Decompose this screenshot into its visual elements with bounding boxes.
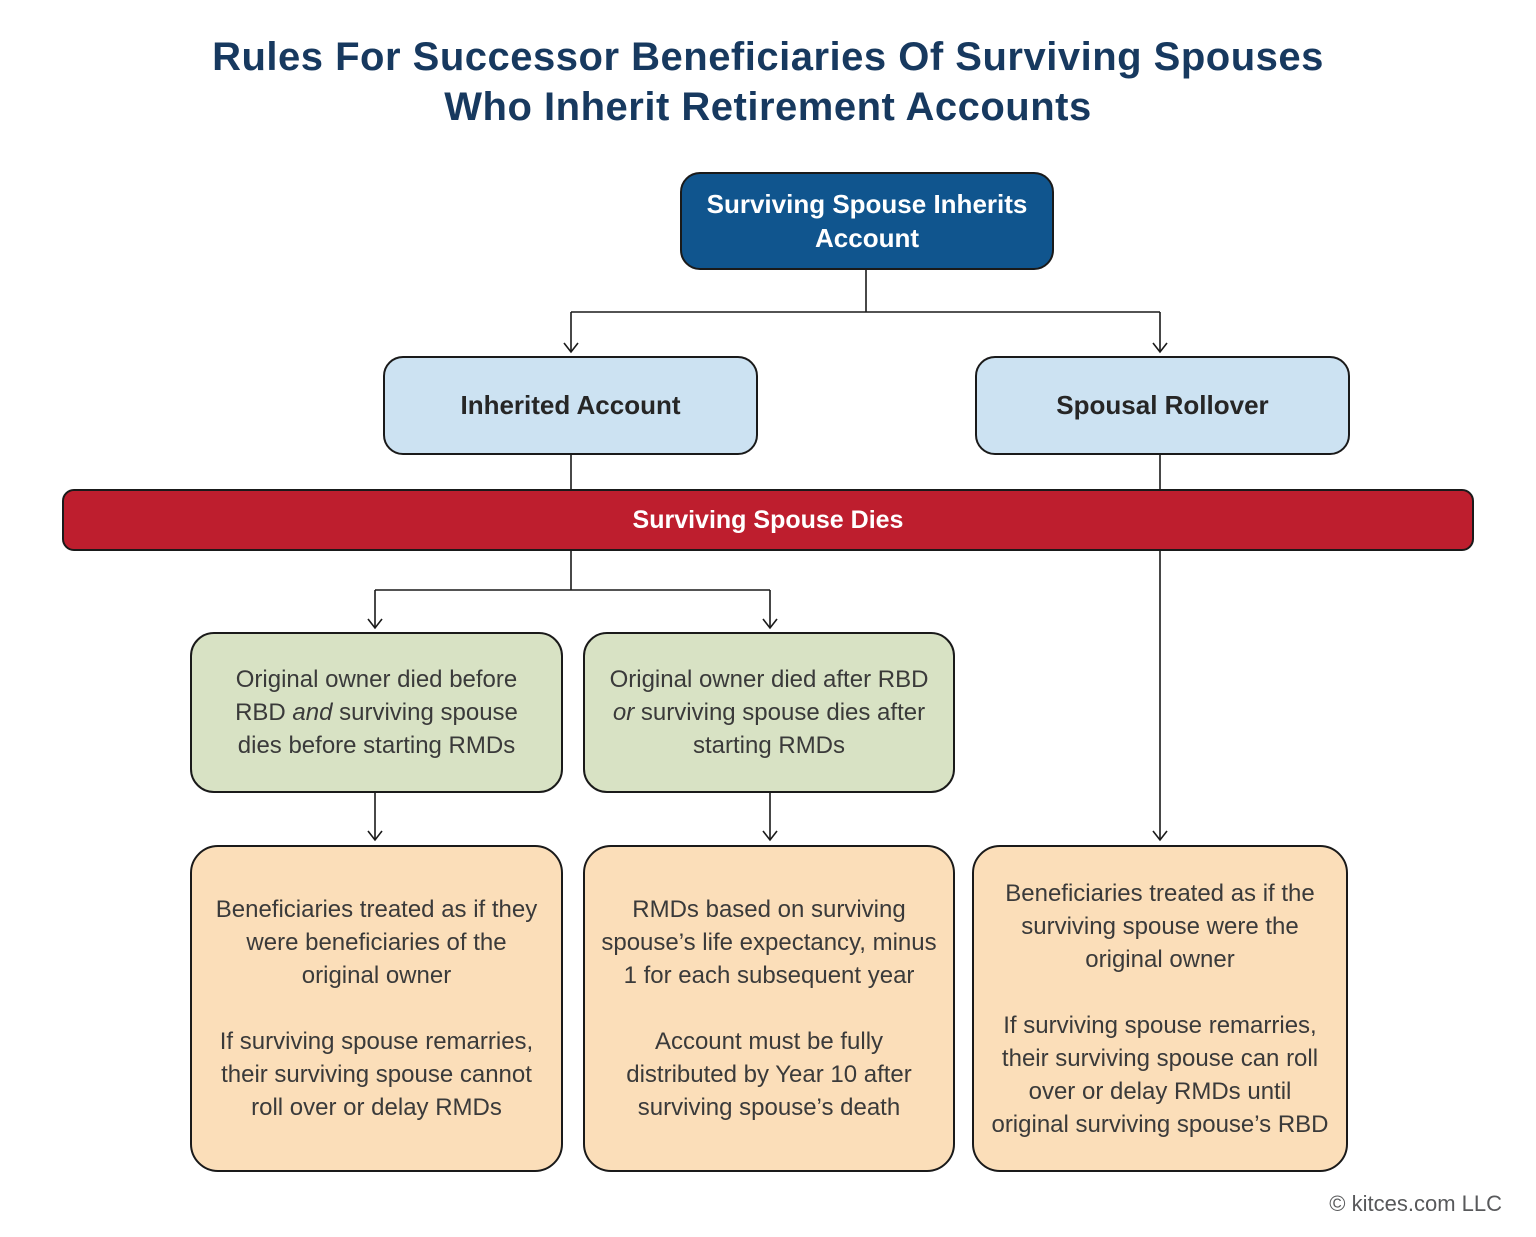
page-title-line2: Who Inherit Retirement Accounts xyxy=(444,85,1092,129)
condition-after-post: surviving spouse dies after starting RMD… xyxy=(634,699,926,759)
node-condition-died-before-rbd: Original owner died before RBD and survi… xyxy=(190,632,563,793)
condition-before-italic: and xyxy=(292,699,333,726)
node-inherited-account: Inherited Account xyxy=(383,356,758,455)
node-spousal-rollover: Spousal Rollover xyxy=(975,356,1350,455)
copyright-notice: © kitces.com LLC xyxy=(1329,1191,1502,1216)
condition-before-pre: Original owner died before RBD xyxy=(235,666,518,726)
node-inherited-account-label: Inherited Account xyxy=(460,390,681,420)
bar-surviving-spouse-dies: Surviving Spouse Dies xyxy=(62,489,1474,551)
outcome-right-para1: Beneficiaries treated as if the survivin… xyxy=(1005,879,1315,973)
arrowhead-green-right xyxy=(762,618,778,630)
node-outcome-rmds-life-expectancy: RMDs based on surviving spouse’s life ex… xyxy=(583,845,955,1172)
outcome-mid-para2: Account must be fully distributed by Yea… xyxy=(626,1028,912,1121)
arrowhead-inherited xyxy=(563,342,579,354)
condition-before-post: surviving spouse dies before starting RM… xyxy=(237,699,518,759)
condition-after-italic: or xyxy=(612,699,635,726)
node-condition-died-after-rbd: Original owner died after RBD or survivi… xyxy=(583,632,955,793)
node-surviving-spouse-inherits: Surviving Spouse Inherits Account xyxy=(680,172,1054,270)
node-outcome-beneficiaries-original-owner: Beneficiaries treated as if they were be… xyxy=(190,845,563,1172)
condition-before-text: Original owner died before RBD and survi… xyxy=(210,663,543,762)
node-surviving-spouse-inherits-label: Surviving Spouse Inherits Account xyxy=(706,189,1028,253)
condition-after-pre: Original owner died after RBD xyxy=(609,666,929,693)
outcome-mid-para1: RMDs based on surviving spouse’s life ex… xyxy=(601,896,937,989)
outcome-right-para2: If surviving spouse remarries, their sur… xyxy=(991,1011,1329,1138)
arrowhead-orange-left xyxy=(367,830,383,842)
bar-surviving-spouse-dies-label: Surviving Spouse Dies xyxy=(632,505,904,534)
arrowhead-spousal xyxy=(1152,342,1168,354)
arrowhead-orange-right xyxy=(1152,830,1168,842)
outcome-left-para2: If surviving spouse remarries, their sur… xyxy=(219,1028,534,1121)
outcome-left-para1: Beneficiaries treated as if they were be… xyxy=(215,896,538,989)
node-outcome-spouse-original-owner: Beneficiaries treated as if the survivin… xyxy=(972,845,1348,1172)
arrowhead-orange-mid xyxy=(762,830,778,842)
page-title-line1: Rules For Successor Beneficiaries Of Sur… xyxy=(212,35,1324,79)
page-title: Rules For Successor Beneficiaries Of Sur… xyxy=(0,32,1536,132)
node-spousal-rollover-label: Spousal Rollover xyxy=(1056,390,1269,420)
condition-after-text: Original owner died after RBD or survivi… xyxy=(603,663,935,762)
arrowhead-green-left xyxy=(367,618,383,630)
